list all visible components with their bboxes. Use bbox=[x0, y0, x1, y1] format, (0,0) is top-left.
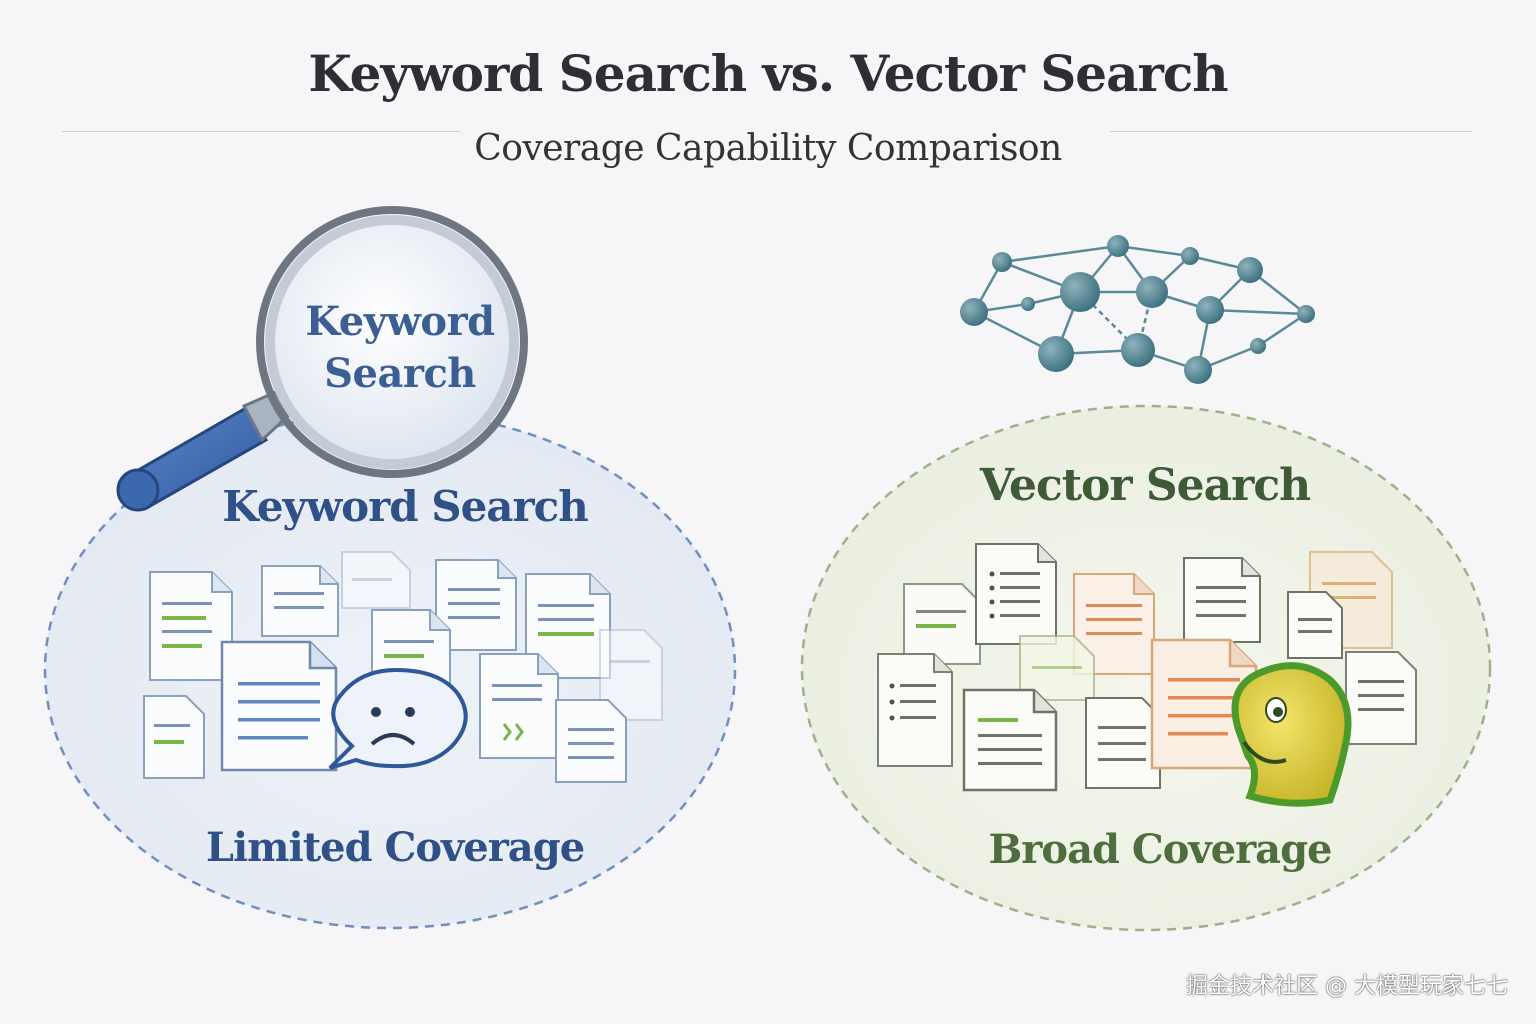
keyword-search-title: Keyword Search bbox=[222, 482, 589, 531]
document-icon bbox=[903, 583, 981, 665]
document-icon bbox=[1345, 651, 1417, 745]
document-icon bbox=[975, 543, 1057, 645]
document-icon-large bbox=[220, 640, 338, 772]
broad-coverage-label: Broad Coverage bbox=[988, 826, 1333, 873]
document-icon bbox=[341, 551, 411, 609]
document-icon-large bbox=[1150, 638, 1258, 770]
happy-face-icon bbox=[1231, 662, 1352, 807]
document-icon bbox=[1287, 591, 1343, 659]
magnifying-glass-icon bbox=[116, 206, 528, 512]
sad-face-icon bbox=[328, 667, 468, 770]
document-icon bbox=[435, 559, 517, 651]
document-icon bbox=[555, 699, 627, 783]
document-icon bbox=[149, 571, 233, 681]
document-icon bbox=[1183, 557, 1261, 643]
vector-network-nodes bbox=[960, 235, 1315, 384]
document-icon bbox=[261, 565, 339, 637]
divider-left bbox=[62, 131, 460, 132]
document-icon bbox=[143, 695, 205, 779]
document-icon bbox=[1085, 697, 1161, 789]
keyword-documents bbox=[143, 551, 663, 783]
lens-label: Keyword Search bbox=[305, 298, 495, 397]
document-icon bbox=[877, 653, 953, 767]
document-icon bbox=[479, 653, 559, 759]
document-icon bbox=[1073, 573, 1155, 675]
page-subtitle: Coverage Capability Comparison bbox=[474, 128, 1062, 169]
page-title: Keyword Search vs. Vector Search bbox=[308, 44, 1228, 103]
watermark: 掘金技术社区 @ 大模型玩家七七 bbox=[1186, 974, 1508, 999]
vector-search-title: Vector Search bbox=[979, 460, 1311, 511]
limited-coverage-label: Limited Coverage bbox=[205, 824, 585, 871]
divider-right bbox=[1110, 131, 1472, 132]
document-icon-large bbox=[962, 688, 1058, 792]
vector-documents bbox=[877, 543, 1417, 792]
